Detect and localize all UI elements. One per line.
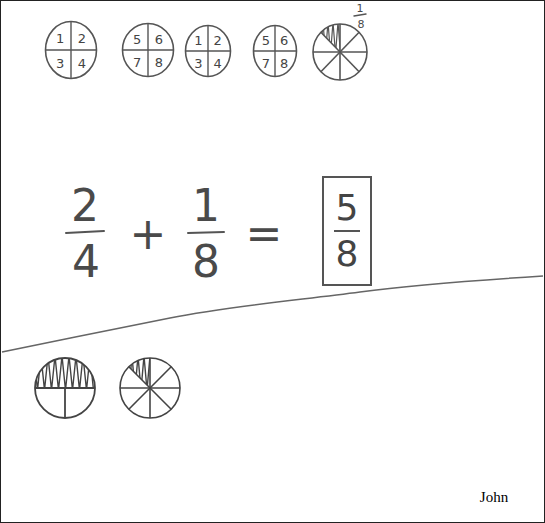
fraction-bar [334,230,360,232]
part-number: 2 [213,34,221,47]
answer-box: 58 [322,176,372,286]
part-number: 6 [280,34,288,47]
part-number: 1 [56,32,64,45]
circle-outline [44,20,98,80]
part-number: 4 [78,57,86,70]
circle-outline [184,24,232,78]
part-number: 5 [133,32,141,45]
part-number: 8 [280,56,288,69]
part-number: 4 [213,56,221,69]
part-number: 8 [155,56,163,69]
plus-sign: + [130,212,167,256]
part-number: 1 [194,34,202,47]
circle-outline [121,22,175,78]
fraction-circle: 5678 [252,24,298,78]
part-number: 7 [133,56,141,69]
student-name: John [480,490,508,505]
eighths-circle [313,22,367,80]
wavy-line [2,276,543,352]
fraction-bar [66,14,366,233]
fraction-circle: 1 2 3 4 [44,20,98,80]
fraction-denominator: 8 [358,19,365,30]
part-number: 7 [262,56,270,69]
part-number: 2 [78,32,86,45]
answer-number: 5 [336,190,359,226]
equals-sign: = [246,212,283,256]
answer-number: 8 [336,236,359,272]
fraction-denominator: 4 [72,240,100,284]
fraction-numerator: 2 [71,184,99,228]
eighths-circle [120,356,180,418]
part-number: 3 [56,57,64,70]
part-number: 5 [262,34,270,47]
fraction-circle: 5 6 7 8 [121,22,175,78]
part-number: 6 [155,32,163,45]
halves-circle [34,356,95,418]
part-number: 3 [194,56,202,69]
fraction-numerator: 1 [357,3,364,14]
fraction-denominator: 8 [192,240,220,284]
fraction-numerator: 1 [192,184,220,228]
fraction-circle: 1234 [184,24,232,78]
circle-outline [252,24,298,78]
